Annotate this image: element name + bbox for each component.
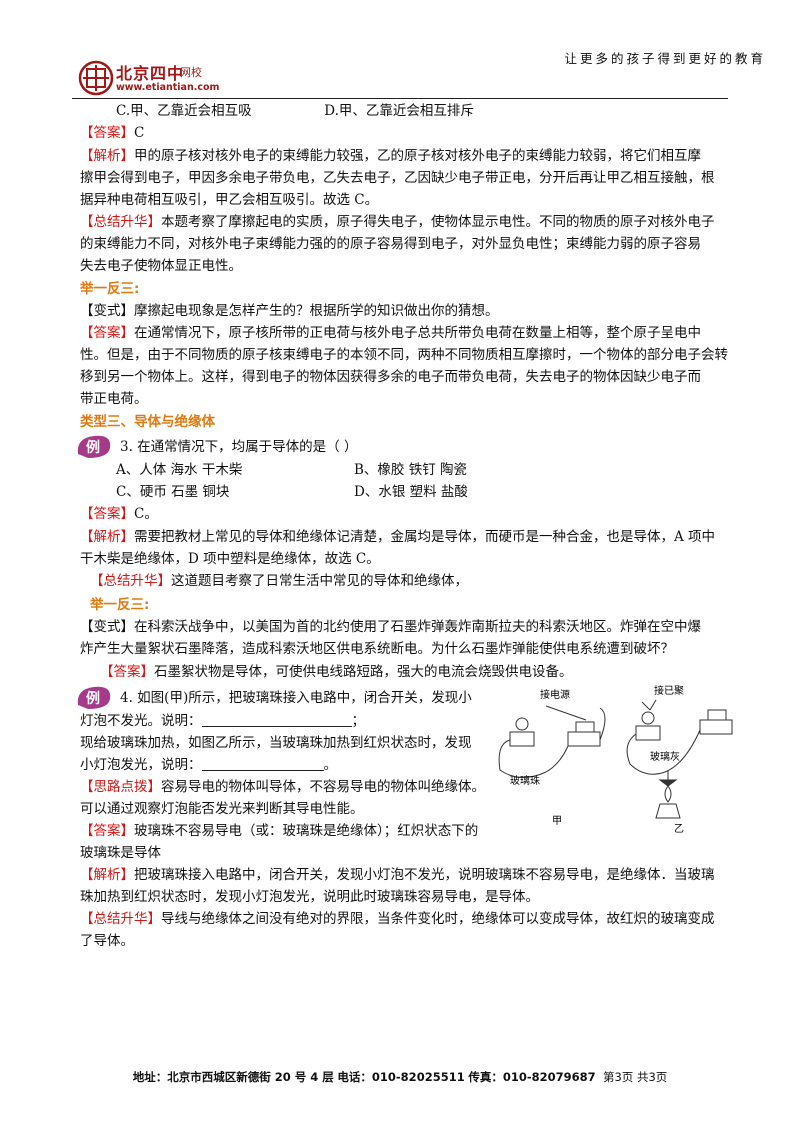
option-row-cd: C.甲、乙靠近会相互吸 D.甲、乙靠近会相互排斥 <box>116 100 720 122</box>
variant-1-answer-line2: 性。但是，由于不同物质的原子核束缚电子的本领不同，两种不同物质相互摩擦时，一个物… <box>80 347 728 363</box>
switch-base-b <box>699 719 733 735</box>
example-badge-text: 例 <box>86 439 100 456</box>
summary-1-line1: 【总结升华】本题考察了摩擦起电的实质，原子得失电子，使物体显示电性。不同的物质的… <box>80 214 715 230</box>
answer-1: 【答案】C <box>80 125 145 141</box>
analysis-4-line1: 【解析】把玻璃珠接入电路中，闭合开关，发现小灯泡不发光，说明玻璃珠不容易导电，是… <box>80 867 715 883</box>
answer-4-line1: 【答案】玻璃珠不容易导电（或：玻璃珠是绝缘体）；红炽状态下的 <box>80 823 479 839</box>
analysis-3-line2: 干木柴是绝缘体，D 项中塑料是绝缘体，故选 C。 <box>80 551 380 567</box>
analysis-3-line1: 【解析】需要把教材上常见的导体和绝缘体记清楚，金属均是导体，而硬币是一种合金，也… <box>80 529 716 545</box>
logo-name: 北京四中 <box>116 64 185 83</box>
variant-3-answer: 【答案】石墨絮状物是导体，可使供电线路短路，强大的电流会烧毁供电设备。 <box>100 664 573 680</box>
idea-4-line2: 可以通过观察灯泡能否发光来判断其导电性能。 <box>80 801 364 817</box>
variant-1-answer-line4: 带正电荷。 <box>80 391 148 407</box>
answer-blank-1[interactable] <box>201 712 352 727</box>
answer-blank-2[interactable] <box>201 756 324 771</box>
alcohol-lamp-icon <box>655 803 681 819</box>
answer-3: 【答案】C。 <box>80 506 158 522</box>
logo-sub: 网校 <box>180 66 202 79</box>
label-lamp: 接已聚 <box>654 684 684 697</box>
label-bead-a: 玻璃珠 <box>510 774 540 787</box>
label-bead-b: 玻璃灰 <box>650 750 680 763</box>
caption-b: 乙 <box>674 823 684 834</box>
summary-1-line3: 失去电子使物体显正电性。 <box>80 258 242 274</box>
option-3c: C、硬币 石墨 铜块 <box>116 484 230 500</box>
label-power: 接电源 <box>540 688 570 701</box>
practice-heading-1: 举一反三: <box>80 281 140 297</box>
question-4-line3: 现给玻璃珠加热，如图乙所示，当玻璃珠加热到红炽状态时，发现 <box>80 735 472 751</box>
question-4-line4: 小灯泡发光，说明：。 <box>80 756 337 773</box>
summary-1-line2: 的束缚能力不同，对核外电子束缚能力强的的原子容易得到电子，对外显负电性；束缚能力… <box>80 236 701 252</box>
caption-a: 甲 <box>552 816 562 827</box>
analysis-1-line3: 据异种电荷相互吸引，甲乙会相互吸引。故选 C。 <box>80 192 379 208</box>
analysis-1-line1: 【解析】甲的原子核对核外电子的束缚能力较强，乙的原子核对核外电子的束缚能力较弱，… <box>80 148 701 164</box>
question-3-row1: A、人体 海水 干木柴 B、橡胶 铁钉 陶瓷 <box>116 459 720 481</box>
switch-base-a <box>567 731 601 747</box>
summary-3: 【总结升华】这道题目考察了日常生活中常见的导体和绝缘体， <box>90 573 468 589</box>
example-badge-icon: 例 <box>77 686 111 709</box>
variant-3-line1: 【变式】在科索沃战争中，以美国为首的北约使用了石墨炸弹轰炸南斯拉夫的科索沃地区。… <box>80 619 701 635</box>
summary-4-line2: 了导体。 <box>80 933 134 949</box>
question-3: 3. 在通常情况下，均属于导体的是（ ） <box>120 439 358 455</box>
example-badge-icon: 例 <box>77 435 111 458</box>
practice-heading-2: 举一反三: <box>90 597 150 613</box>
option-d: D.甲、乙靠近会相互排斥 <box>324 103 474 119</box>
bulb-b-icon <box>641 711 655 725</box>
option-c: C.甲、乙靠近会相互吸 <box>116 103 252 119</box>
bulb-a-icon <box>515 717 529 731</box>
logo-url: www.etiantian.com <box>116 82 220 93</box>
variant-1-answer-line3: 移到另一个物体上。这样，得到电子的物体因获得多余的电子而带负电荷，失去电子的物体… <box>80 369 701 385</box>
type3-heading: 类型三、导体与绝缘体 <box>80 414 215 430</box>
logo-emblem-icon <box>78 60 114 96</box>
question-4-line2: 灯泡不发光。说明：； <box>80 712 365 729</box>
summary-4-line1: 【总结升华】导线与绝缘体之间没有绝对的界限，当条件变化时，绝缘体可以变成导体，故… <box>80 911 715 927</box>
page-number: 第3页 共3页 <box>602 1070 668 1084</box>
question-3-row2: C、硬币 石墨 铜块 D、水银 塑料 盐酸 <box>116 481 720 503</box>
lamp-base-b <box>635 725 661 741</box>
variant-1-answer-line1: 【答案】在通常情况下，原子核所带的正电荷与核外电子总共所带负电荷在数量上相等，整… <box>80 325 701 341</box>
idea-4-line1: 【思路点拨】容易导电的物体叫导体，不容易导电的物体叫绝缘体。 <box>80 779 485 795</box>
lamp-base-a <box>509 731 535 747</box>
analysis-4-line2: 珠加热到红炽状态时，发现小灯泡发光，说明此时玻璃珠容易导电，是导体。 <box>80 889 539 905</box>
footer: 地址：北京市西城区新德街 20 号 4 层 电话：010-82025511 传真… <box>132 1070 668 1084</box>
example-badge-text: 例 <box>86 690 100 707</box>
header-slogan: 让更多的孩子得到更好的教育 <box>564 51 766 66</box>
question-4-line1: 4. 如图(甲)所示，把玻璃珠接入电路中，闭合开关，发现小 <box>120 690 472 706</box>
option-3a: A、人体 海水 干木柴 <box>116 462 243 478</box>
analysis-1-line2: 擦甲会得到电子，甲因多余电子带负电，乙失去电子，乙因缺少电子带正电，分开后再让甲… <box>80 170 715 186</box>
option-3b: B、橡胶 铁钉 陶瓷 <box>354 462 468 478</box>
variant-3-line2: 炸产生大量絮状石墨降落，造成科索沃地区供电系统断电。为什么石墨炸弹能使供电系统遭… <box>80 641 674 657</box>
variant-1: 【变式】摩擦起电现象是怎样产生的？根据所学的知识做出你的猜想。 <box>80 303 499 319</box>
header-rule <box>72 98 728 99</box>
answer-4-line2: 玻璃珠是导体 <box>80 845 161 861</box>
circuit-figure: 接电源 接已聚 玻璃珠 玻璃灰 甲 乙 <box>498 684 733 834</box>
option-3d: D、水银 塑料 盐酸 <box>354 484 468 500</box>
